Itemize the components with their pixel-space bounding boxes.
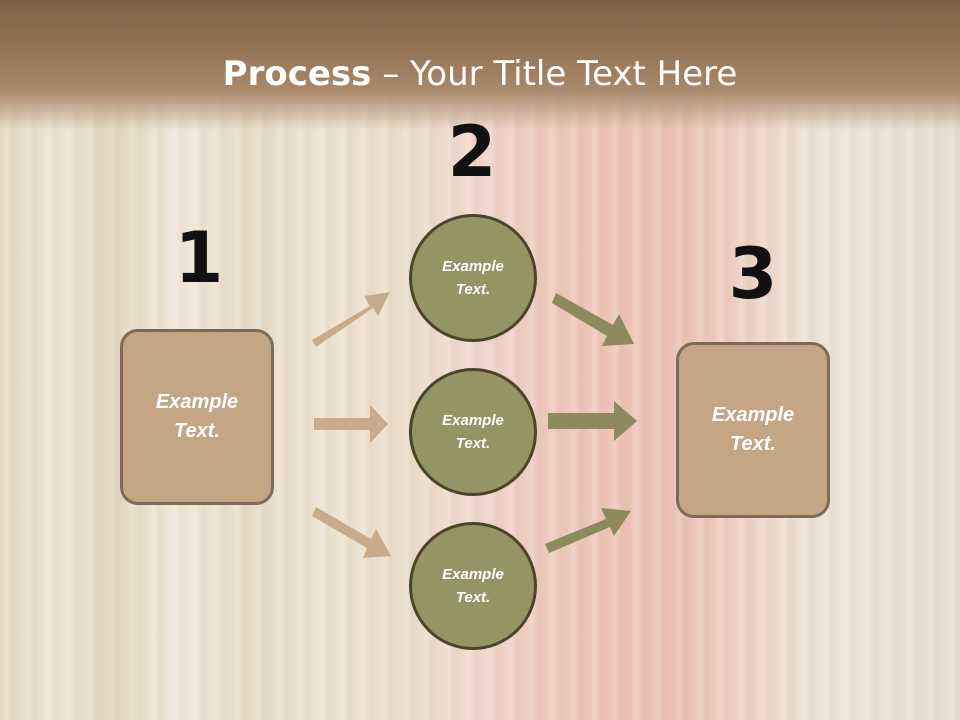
step-1-box[interactable]: Example Text. (120, 329, 274, 505)
circle-top-text: Example Text. (442, 258, 504, 298)
header-band (0, 0, 960, 130)
step-3-text: Example Text. (711, 404, 795, 455)
title-bold: Process (222, 54, 372, 94)
step-3-box[interactable]: Example Text. (676, 342, 830, 518)
circle-middle-text: Example Text. (442, 412, 504, 452)
slide-title[interactable]: Process – Your Title Text Here (0, 52, 960, 96)
title-text: Your Title Text Here (410, 54, 738, 94)
circle-bottom[interactable]: Example Text. (409, 522, 537, 650)
title-separator: – (371, 54, 411, 94)
step-1-text: Example Text. (155, 391, 239, 442)
step-number-3: 3 (728, 233, 778, 315)
circle-top[interactable]: Example Text. (409, 214, 537, 342)
circle-bottom-text: Example Text. (442, 566, 504, 606)
step-number-2: 2 (447, 111, 497, 193)
circle-middle[interactable]: Example Text. (409, 368, 537, 496)
step-number-1: 1 (174, 217, 224, 299)
